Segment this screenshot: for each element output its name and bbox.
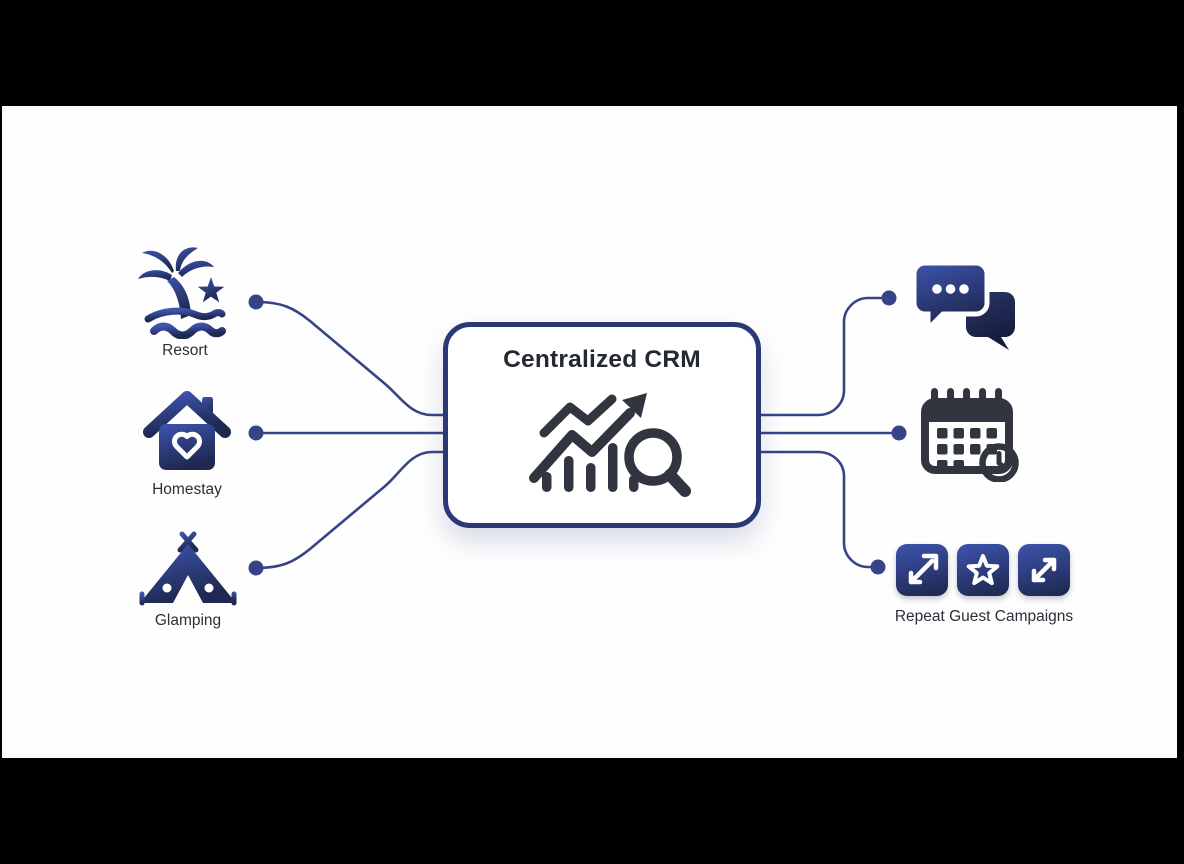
campaign-button-swap bbox=[896, 544, 948, 596]
star-icon bbox=[966, 554, 1000, 586]
calendar-clock-icon bbox=[921, 388, 1019, 482]
resort-label: Resort bbox=[162, 342, 208, 359]
connector-dot bbox=[881, 290, 897, 306]
house-heart-icon bbox=[143, 391, 231, 470]
homestay-label: Homestay bbox=[152, 481, 222, 498]
campaign-button-expand bbox=[1018, 544, 1070, 596]
glamping-label: Glamping bbox=[154, 612, 222, 629]
connector-dot bbox=[248, 425, 264, 441]
connector-dot bbox=[870, 559, 886, 575]
centralized-crm-box bbox=[443, 322, 761, 528]
palm-beach-star-icon bbox=[138, 247, 226, 339]
chat-bubbles-icon bbox=[911, 260, 1015, 350]
campaign-button-star bbox=[957, 544, 1009, 596]
expand-diagonal-arrow-icon bbox=[1031, 557, 1057, 583]
centralized-crm-title: Centralized CRM bbox=[503, 346, 701, 373]
connector-dot bbox=[248, 560, 264, 576]
analytics-growth-search-icon bbox=[529, 393, 691, 497]
connector-dot bbox=[248, 294, 264, 310]
connector-dot bbox=[891, 425, 907, 441]
swap-diagonal-arrows-icon bbox=[908, 553, 939, 585]
repeat-guest-campaigns-label: Repeat Guest Campaigns bbox=[894, 608, 1074, 625]
tent-icon bbox=[139, 531, 237, 606]
